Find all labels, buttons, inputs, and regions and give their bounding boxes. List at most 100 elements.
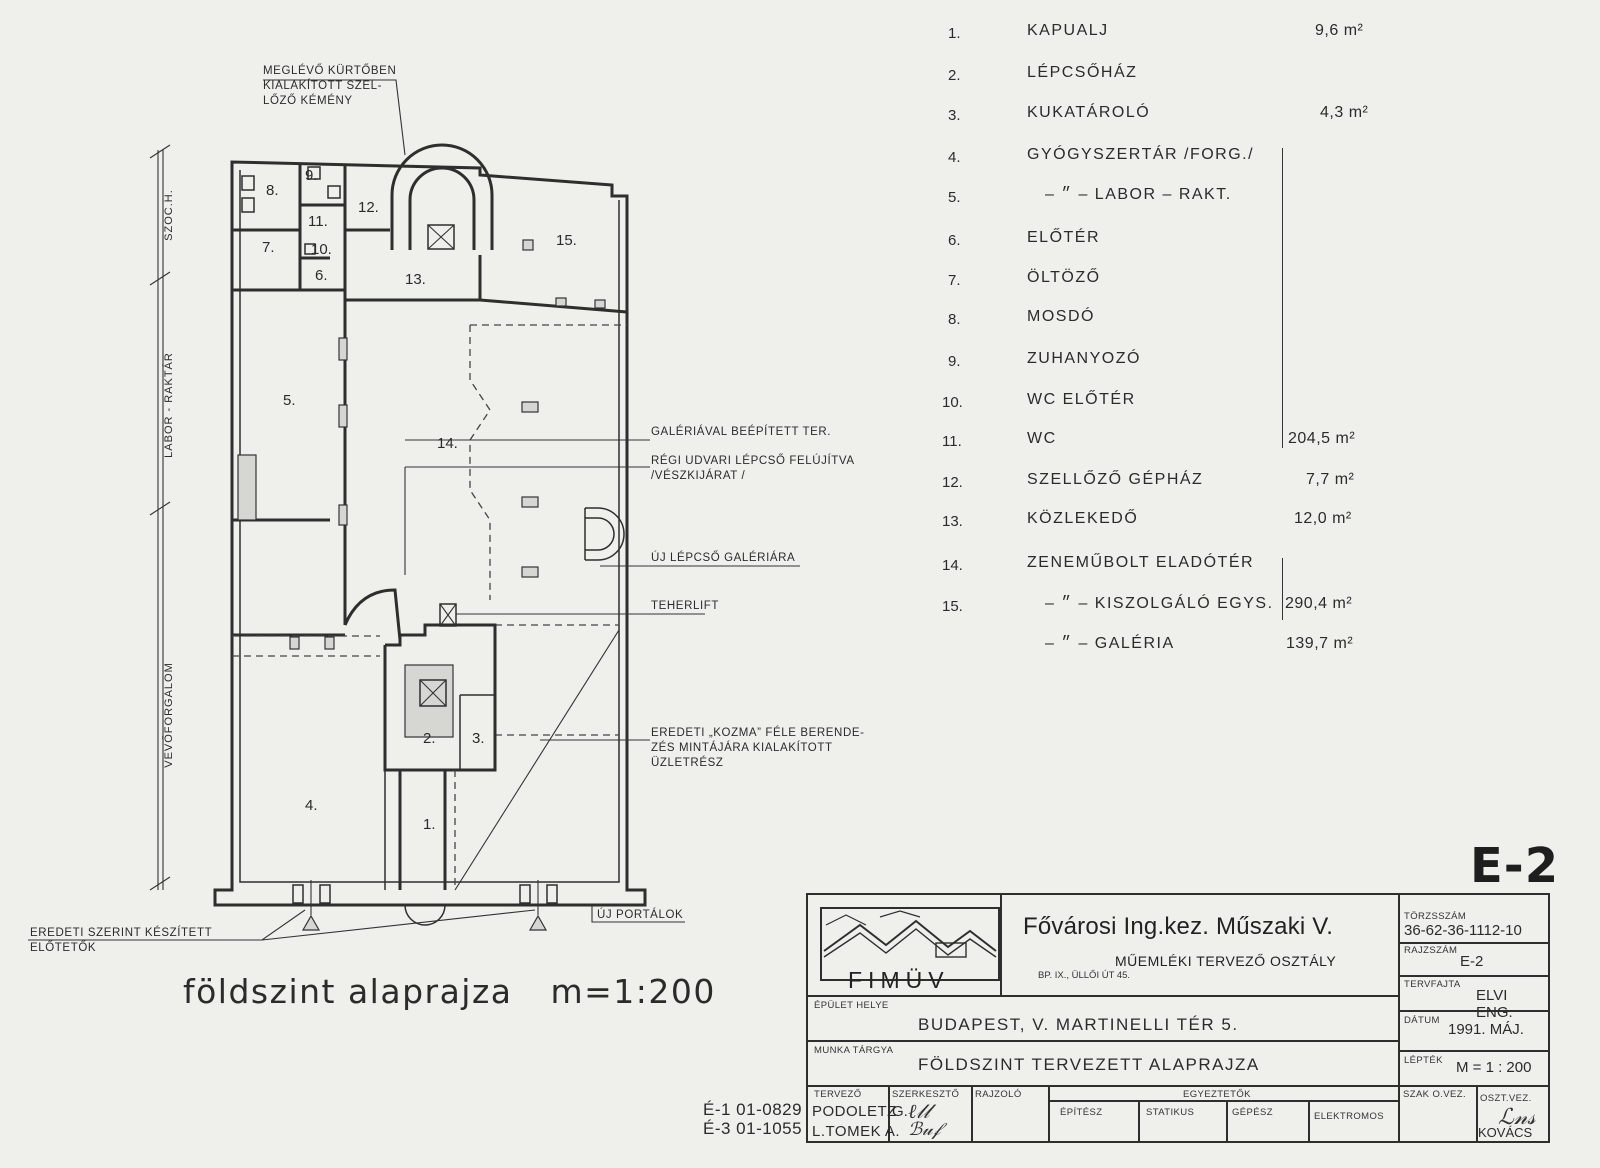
note-elotetok: EREDETI SZERINT KÉSZÍTETT ELŐTETŐK (30, 927, 213, 954)
spiral-stair (390, 143, 494, 250)
legend-num: 2. (948, 67, 961, 84)
legend-num: 5. (948, 189, 961, 206)
legend-area: 139,7 m² (1286, 635, 1354, 652)
legend-num: 10. (942, 394, 963, 411)
legend-name: ZUHANYOZÓ (1027, 350, 1141, 367)
legend-name: – ״ – GALÉRIA (1045, 635, 1175, 652)
room5-walls (232, 518, 345, 637)
legend-group-bracket (1282, 558, 1283, 620)
drawing-code: E-2 (1470, 838, 1560, 894)
fixture (327, 185, 341, 199)
oszt-vez-label: OSZT.VEZ. (1480, 1093, 1532, 1104)
leptek-label: LÉPTÉK (1404, 1055, 1443, 1066)
egyeztetok-label: EGYEZTETŐK (1183, 1089, 1251, 1100)
legend-num: 3. (948, 107, 961, 124)
room-6: 6. (315, 267, 328, 284)
room-2: 2. (423, 730, 436, 747)
legend-num: 9. (948, 353, 961, 370)
legend-name: KÖZLEKEDŐ (1027, 510, 1139, 527)
signature-scribble: ℬ𝓊𝒻 (908, 1119, 941, 1140)
room-8: 8. (266, 182, 279, 199)
signature-scribble: ℓ𝓁𝓁 (908, 1099, 930, 1123)
epitesz-label: ÉPÍTÉSZ (1060, 1107, 1103, 1118)
fixture (241, 197, 255, 213)
tervezo-name-2: L.TOMEK A. (812, 1123, 901, 1140)
munka-label: MUNKA TÁRGYA (814, 1045, 894, 1056)
leptek-value: M = 1 : 200 (1456, 1059, 1532, 1076)
fimuv-logo: FIMÜV (820, 907, 1000, 993)
curved-wall (343, 588, 402, 641)
munka-value: FÖLDSZINT TERVEZETT ALAPRAJZA (918, 1055, 1260, 1074)
torzsszam-label: TÖRZSSZÁM (1404, 911, 1467, 922)
title-block: FIMÜV Fővárosi Ing.kez. Műszaki V. MŰEML… (806, 893, 1550, 1143)
tervezo-label: TERVEZŐ (814, 1089, 862, 1100)
epulet-label: ÉPÜLET HELYE (814, 1000, 889, 1011)
outer-wall-inner (239, 170, 620, 883)
room-4: 4. (305, 797, 318, 814)
legend-num: 1. (948, 25, 961, 42)
legend-num: 7. (948, 272, 961, 289)
legend-num: 8. (948, 311, 961, 328)
legend-name: SZELLŐZŐ GÉPHÁZ (1027, 471, 1204, 488)
fixture (307, 166, 321, 180)
epulet-value: BUDAPEST, V. MARTINELLI TÉR 5. (918, 1015, 1239, 1034)
szak-ovez-label: SZAK O.VEZ. (1403, 1089, 1466, 1100)
room-14: 14. (437, 435, 458, 452)
room-5: 5. (283, 392, 296, 409)
registration-number-1: É-1 01-0829 (703, 1100, 803, 1119)
tervfajta-value: ELVI ENG. (1476, 987, 1513, 1021)
legend-name: KAPUALJ (1027, 22, 1109, 39)
annotation-leaders (28, 79, 800, 941)
legend-name: ELŐTÉR (1027, 229, 1101, 246)
legend-area: 9,6 m² (1315, 22, 1364, 39)
legend-area: 12,0 m² (1294, 510, 1352, 527)
legend-num: 11. (942, 433, 962, 450)
logo-text: FIMÜV (848, 967, 950, 993)
statikus-label: STATIKUS (1146, 1107, 1195, 1118)
legend-num: 15. (942, 598, 963, 615)
org-name: Fővárosi Ing.kez. Műszaki V. (1023, 913, 1334, 940)
org-address: BP. IX., ÜLLŐI ÚT 45. (1038, 970, 1131, 981)
room-13: 13. (405, 271, 426, 288)
logo-graphic (820, 907, 1000, 981)
legend-name: GYÓGYSZERTÁR /FORG./ (1027, 146, 1255, 163)
outer-wall (213, 160, 647, 907)
signature-scribble: ℒ𝓃𝓈 (1498, 1105, 1536, 1130)
legend-num: 12. (942, 474, 963, 491)
zone-dimension-bar (149, 144, 171, 891)
note-regi: RÉGI UDVARI LÉPCSŐ FELÚJÍTVA /VÉSZKIJÁRA… (651, 455, 855, 482)
legend-area: 290,4 m² (1285, 595, 1353, 612)
note-kurto: MEGLÉVŐ KÜRTŐBEN KIALAKÍTOTT SZEL- LŐZŐ … (263, 65, 397, 107)
tervfajta-label: TERVFAJTA (1404, 979, 1461, 990)
room-10: 10. (311, 241, 332, 258)
note-uj-lepcso: ÚJ LÉPCSŐ GALÉRIÁRA (651, 552, 796, 564)
entrance-left (292, 880, 331, 931)
legend-name: KUKATÁROLÓ (1027, 104, 1151, 121)
rajzolo-label: RAJZOLÓ (975, 1089, 1022, 1100)
legend-name: ZENEMŰBOLT ELADÓTÉR (1027, 554, 1255, 571)
zone-label-vevo: VEVŐFORGALOM (161, 662, 175, 768)
torzsszam-value: 36-62-36-1112-10 (1404, 922, 1522, 939)
legend-num: 4. (948, 149, 961, 166)
elektromos-label: ELEKTROMOS (1314, 1111, 1384, 1122)
fixture (241, 175, 255, 191)
new-stair (584, 507, 625, 561)
legend-name: ÖLTÖZŐ (1027, 269, 1101, 286)
legend-area: 204,5 m² (1288, 430, 1356, 447)
rajzszam-value: E-2 (1460, 953, 1484, 970)
room-9: 9. (305, 167, 318, 184)
stair-core (383, 623, 497, 890)
legend-name: MOSDÓ (1027, 308, 1095, 325)
note-galeria: GALÉRIÁVAL BEÉPÍTETT TER. (651, 426, 832, 438)
legend-group-bracket (1282, 148, 1283, 448)
room-15: 15. (556, 232, 577, 249)
org-department: MŰEMLÉKI TERVEZŐ OSZTÁLY (1115, 953, 1337, 969)
entrance-right (519, 880, 558, 931)
legend-num: 14. (942, 557, 963, 574)
fixture (304, 243, 316, 255)
legend-name: – ״ – LABOR – RAKT. (1045, 186, 1232, 203)
stair-shaft (427, 224, 455, 250)
zone-label-labor: LABOR - RAKTÁR (162, 352, 175, 458)
note-kozma: EREDETI „KOZMA” FÉLE BERENDE- ZÉS MINTÁJ… (651, 727, 865, 769)
